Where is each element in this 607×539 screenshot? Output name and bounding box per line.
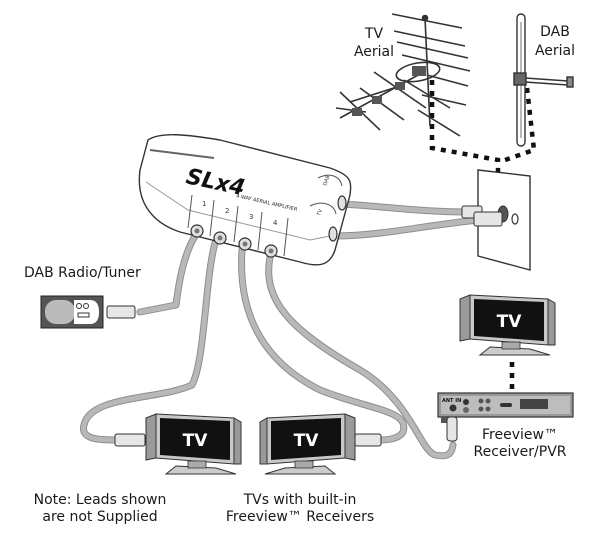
receiver-ant-in-label: ANT IN bbox=[442, 398, 461, 404]
tv-left-screen-label: TV bbox=[183, 431, 209, 451]
cable-output-3 bbox=[239, 247, 407, 443]
port-label-3: 3 bbox=[249, 213, 253, 221]
tv-right: TV bbox=[459, 294, 556, 356]
tv-middle-plug bbox=[354, 433, 382, 447]
port-label-4: 4 bbox=[273, 219, 278, 227]
dab-aerial bbox=[513, 13, 574, 147]
tv-aerial-label-line-1: TV bbox=[364, 26, 384, 42]
cable-output-2 bbox=[81, 240, 218, 443]
tv-left-plug bbox=[114, 433, 146, 447]
tv-aerial-label-line-2: Aerial bbox=[354, 44, 394, 60]
cable-dab-input bbox=[339, 201, 471, 215]
dab-aerial-label-line-1: DAB bbox=[540, 24, 570, 40]
leads-note: Note: Leads shown are not Supplied bbox=[20, 492, 180, 526]
cables bbox=[80, 200, 482, 460]
tv-aerial bbox=[335, 13, 471, 137]
tv-left: TV bbox=[145, 413, 242, 475]
dab-aerial-label-line-2: Aerial bbox=[535, 43, 575, 59]
dab-radio-label: DAB Radio/Tuner bbox=[24, 265, 141, 281]
input-label-tv: TV bbox=[316, 208, 324, 218]
tv-middle-screen-label: TV bbox=[294, 431, 320, 451]
wall-plugs bbox=[461, 205, 503, 227]
cable-output-1 bbox=[137, 230, 200, 315]
input-port-dab bbox=[337, 195, 347, 211]
cable-tv-input bbox=[331, 217, 481, 239]
freeview-receiver-label-line-1: Freeview™ bbox=[482, 427, 558, 443]
tvs-builtin-label-line-1: TVs with built-in bbox=[243, 492, 357, 508]
port-label-1: 1 bbox=[202, 200, 206, 208]
freeview-receiver-label: Freeview™ Receiver/PVR bbox=[470, 427, 570, 461]
cable-output-4 bbox=[266, 254, 456, 459]
tvs-builtin-label: TVs with built-in Freeview™ Receivers bbox=[210, 492, 390, 526]
freeview-receiver: ANT IN bbox=[437, 392, 574, 442]
leads-note-line-1: Note: Leads shown bbox=[33, 492, 167, 508]
tv-right-screen-label: TV bbox=[497, 312, 523, 332]
tvs-builtin-label-line-2: Freeview™ Receivers bbox=[225, 509, 375, 525]
amplifier-unit: SLx4 4 WAY AERIAL AMPLIFIER 1 2 3 4 DAB … bbox=[138, 134, 352, 266]
input-label-dab: DAB bbox=[322, 174, 331, 187]
port-label-2: 2 bbox=[225, 207, 229, 215]
input-port-tv bbox=[328, 226, 338, 242]
leads-note-line-2: are not Supplied bbox=[42, 509, 158, 525]
freeview-receiver-label-line-2: Receiver/PVR bbox=[473, 444, 567, 460]
dab-radio-device bbox=[40, 295, 136, 329]
